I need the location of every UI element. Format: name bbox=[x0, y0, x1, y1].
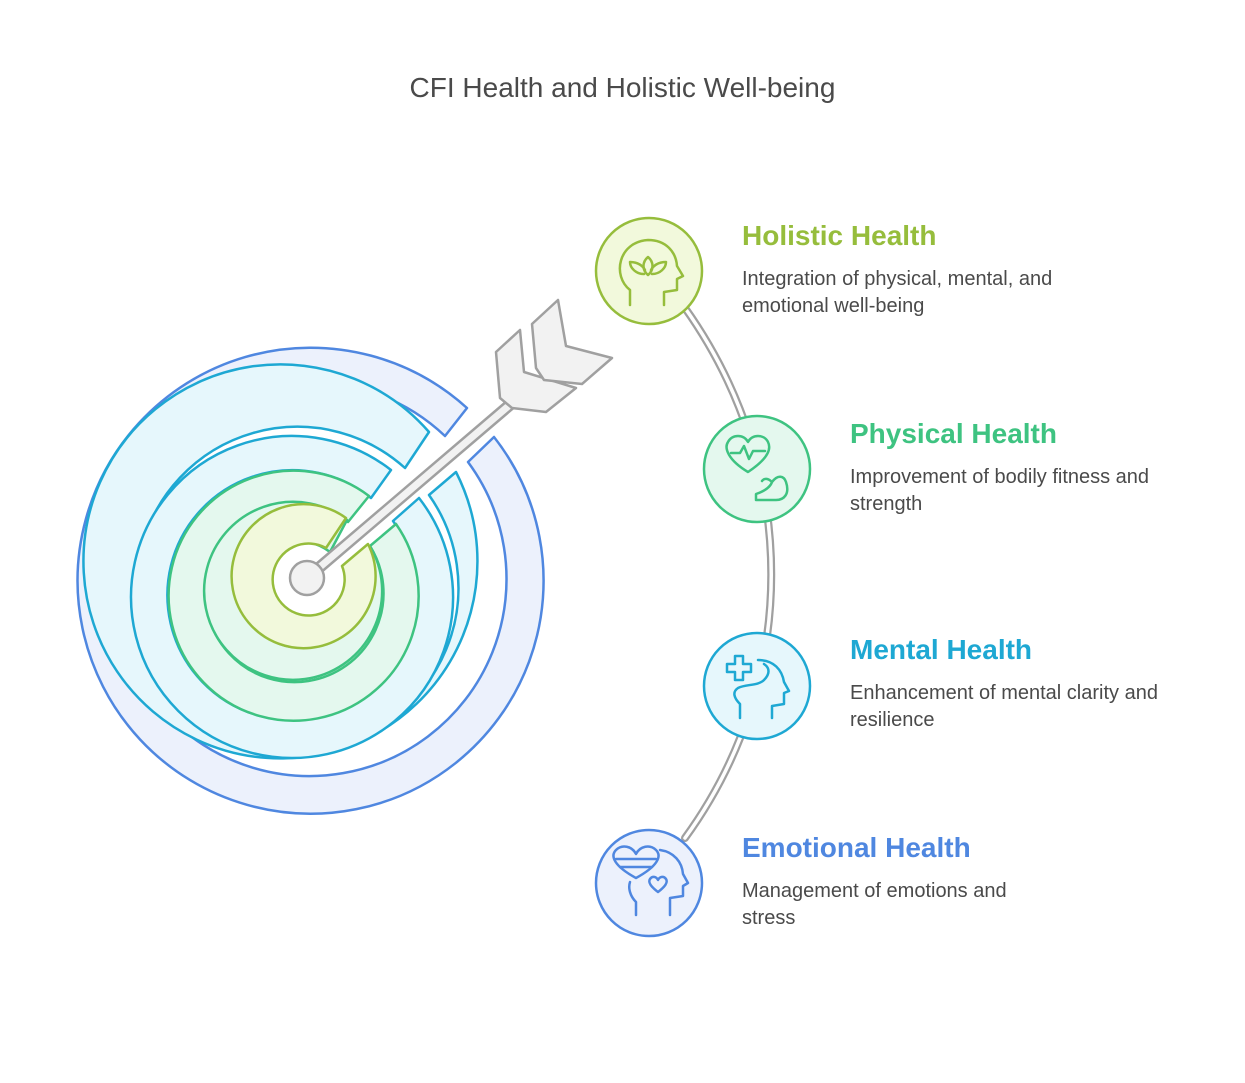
ring-inner bbox=[230, 503, 377, 650]
node-physical bbox=[702, 414, 812, 524]
head-medical-cross-icon bbox=[725, 654, 791, 720]
target-rings bbox=[76, 346, 545, 815]
connector-arc bbox=[681, 304, 776, 842]
node-holistic bbox=[594, 216, 704, 326]
item-emotional: Emotional Health Management of emotions … bbox=[742, 832, 1082, 932]
item-title-mental: Mental Health bbox=[850, 634, 1033, 665]
item-title-emotional: Emotional Health bbox=[742, 832, 971, 863]
head-lotus-icon bbox=[618, 238, 685, 307]
item-holistic: Holistic Health Integration of physical,… bbox=[742, 220, 1082, 320]
node-mental bbox=[702, 631, 812, 741]
item-desc-mental: Enhancement of mental clarity and resili… bbox=[850, 682, 1158, 731]
page-title: CFI Health and Holistic Well-being bbox=[409, 72, 836, 103]
head-heart-icon bbox=[612, 845, 690, 917]
item-physical: Physical Health Improvement of bodily fi… bbox=[850, 418, 1190, 518]
item-desc-emotional: Management of emotions and stress bbox=[742, 880, 1007, 929]
item-mental: Mental Health Enhancement of mental clar… bbox=[850, 634, 1190, 734]
item-desc-physical: Improvement of bodily fitness and streng… bbox=[850, 466, 1150, 515]
item-title-holistic: Holistic Health bbox=[742, 220, 937, 251]
item-desc-holistic: Integration of physical, mental, and emo… bbox=[742, 268, 1053, 317]
arrow-icon bbox=[288, 298, 614, 597]
node-emotional bbox=[594, 828, 704, 938]
heart-muscle-icon bbox=[725, 434, 789, 502]
item-title-physical: Physical Health bbox=[850, 418, 1057, 449]
